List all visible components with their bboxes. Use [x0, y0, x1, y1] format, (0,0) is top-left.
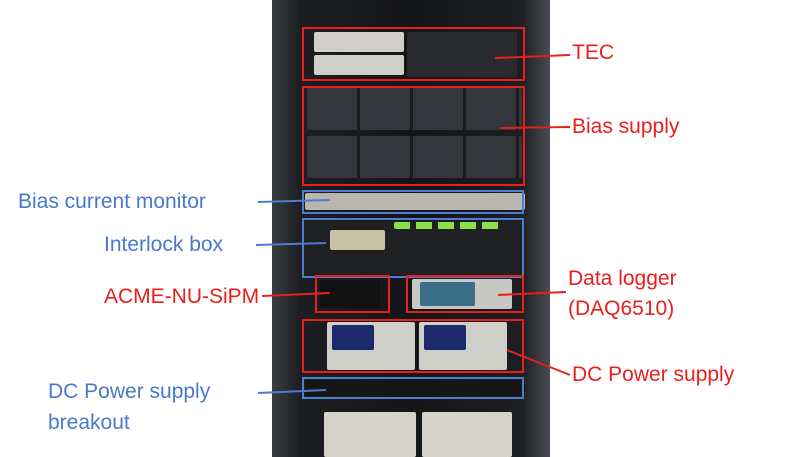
tec-chassis: [407, 32, 517, 77]
interlock-box-outline: [302, 218, 524, 278]
data-logger-screen: [420, 282, 475, 306]
dc-supply-2-screen: [424, 325, 466, 350]
label-dc-breakout-1: DC Power supply: [48, 380, 211, 403]
dc-power-leader: [506, 349, 571, 376]
bias-supply-box: [302, 86, 525, 186]
tec-unit-2: [314, 55, 404, 75]
breakout-panel: [305, 380, 525, 396]
dc-supply-1-screen: [332, 325, 374, 350]
bias-monitor-leader: [257, 199, 331, 203]
label-daq6510: (DAQ6510): [568, 297, 675, 320]
tec-box: [302, 27, 525, 81]
lower-instrument-2: [422, 412, 512, 457]
label-data-logger: Data logger: [568, 267, 677, 290]
label-dc-breakout-2: breakout: [48, 411, 130, 434]
breakout-leader: [257, 389, 327, 394]
label-dc-power-supply: DC Power supply: [572, 363, 735, 386]
tec-unit-1: [314, 32, 404, 52]
bias-current-monitor-box: [302, 190, 524, 214]
bias-supply-row-2: [307, 136, 522, 178]
label-tec: TEC: [572, 41, 614, 64]
label-acme: ACME-NU-SiPM: [104, 285, 260, 308]
label-bias-current-monitor: Bias current monitor: [18, 190, 206, 213]
bias-supply-row-1: [307, 88, 522, 130]
bias-current-monitor-panel: [305, 193, 525, 210]
interlock-control: [330, 230, 385, 250]
interlock-displays: [394, 222, 504, 229]
dc-power-supply-box: [302, 319, 524, 373]
acme-leader: [261, 292, 331, 297]
interlock-leader: [255, 242, 327, 246]
label-bias-supply: Bias supply: [572, 115, 680, 138]
tec-leader: [494, 54, 571, 59]
lower-instrument-1: [324, 412, 416, 457]
dc-breakout-box: [302, 377, 524, 399]
equipment-rack-photo: [272, 0, 550, 457]
label-interlock-box: Interlock box: [104, 233, 224, 256]
bias-supply-leader: [499, 126, 571, 129]
data-logger-leader: [497, 291, 567, 296]
